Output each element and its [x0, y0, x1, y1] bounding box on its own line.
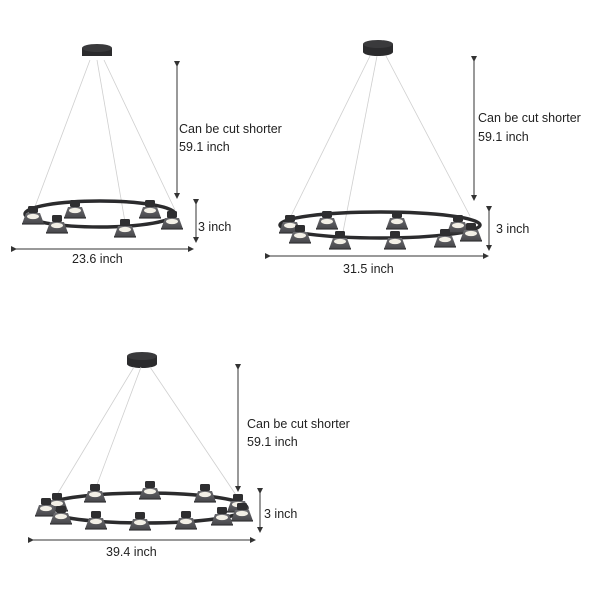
chandelier-medium	[265, 40, 492, 259]
height-large: 3 inch	[264, 507, 298, 521]
chandelier-large	[28, 352, 263, 543]
diameter-small: 23.6 inch	[72, 252, 123, 266]
chandelier-small	[11, 44, 199, 252]
diameter-large: 39.4 inch	[106, 545, 157, 559]
diameter-medium: 31.5 inch	[343, 262, 394, 276]
cable-note-large: Can be cut shorter	[247, 417, 350, 431]
height-small: 3 inch	[198, 220, 232, 234]
height-medium: 3 inch	[496, 222, 530, 236]
cable-length-small: 59.1 inch	[179, 140, 230, 154]
cable-note-small: Can be cut shorter	[179, 122, 282, 136]
cable-length-large: 59.1 inch	[247, 435, 298, 449]
cable-length-medium: 59.1 inch	[478, 130, 529, 144]
cable-note-medium: Can be cut shorter	[478, 111, 581, 125]
